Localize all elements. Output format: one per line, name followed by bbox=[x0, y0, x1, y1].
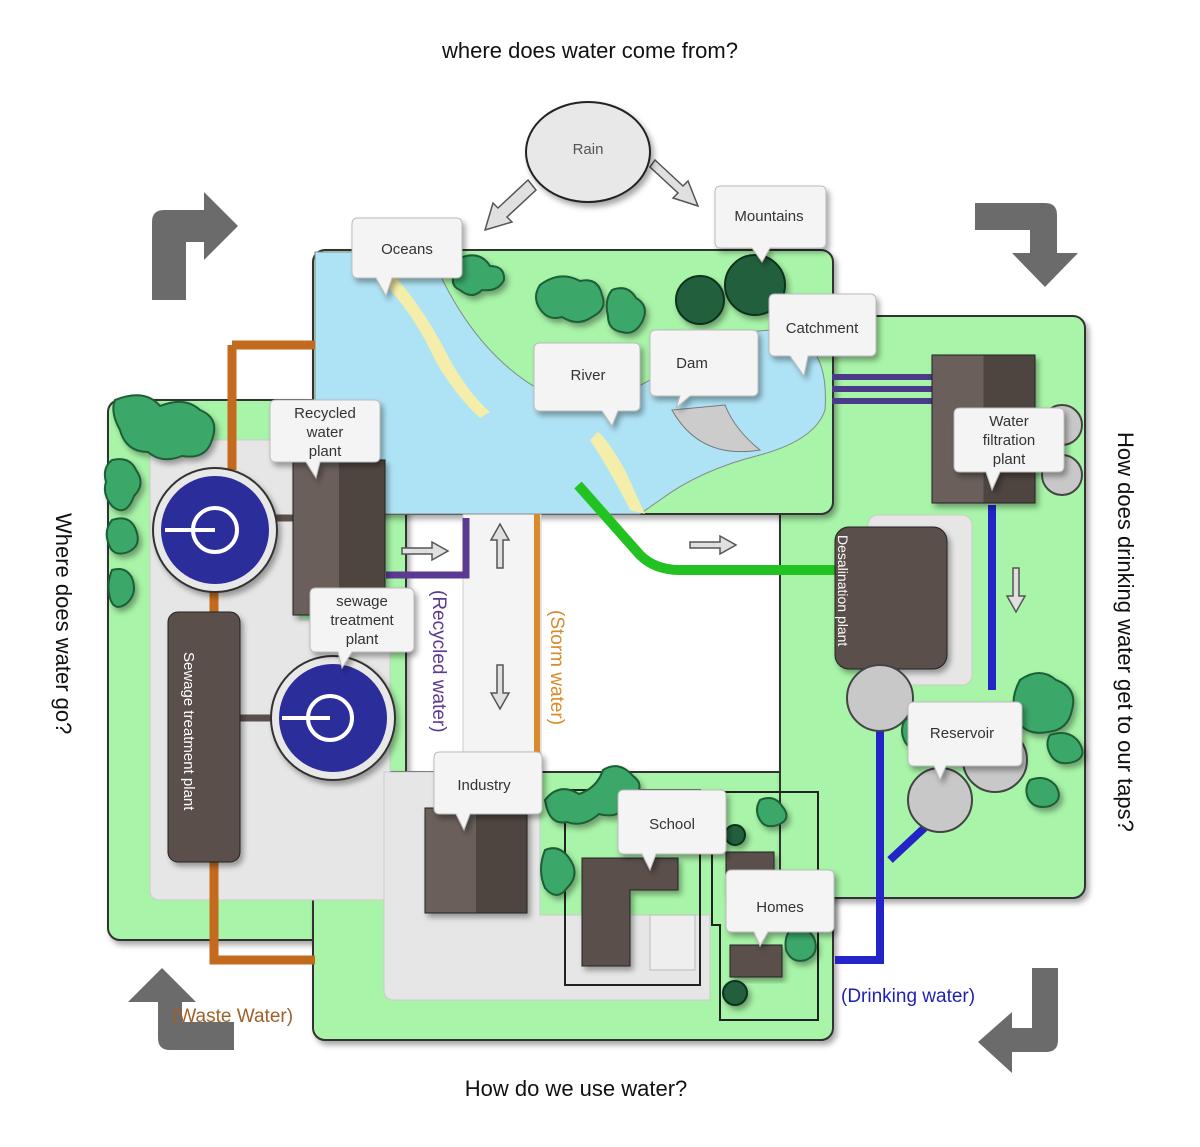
desalination-pipe bbox=[574, 481, 840, 575]
clarifiers bbox=[152, 467, 396, 781]
river-callout: River bbox=[533, 342, 641, 428]
callouts: Rain Oceans Mountains Catchment River Da… bbox=[269, 101, 1065, 948]
oceans-callout: Oceans bbox=[351, 217, 463, 298]
tree-dark bbox=[724, 824, 746, 846]
tree-cluster bbox=[112, 394, 216, 461]
desalination-plant-label: Desalination plant bbox=[835, 535, 851, 646]
waste-water-pipe bbox=[209, 340, 315, 965]
school-yard bbox=[649, 914, 696, 971]
heading-top: where does water come from? bbox=[441, 38, 738, 63]
industry-label: Industry bbox=[457, 777, 511, 794]
tree-cluster bbox=[535, 275, 605, 323]
heading-right: How does drinking water get to our taps? bbox=[1113, 432, 1138, 832]
heading-left: Where does water go? bbox=[51, 513, 76, 734]
tree-cluster bbox=[540, 847, 576, 896]
tree-cluster bbox=[107, 568, 135, 608]
waste-water-label: (Waste Water) bbox=[172, 1006, 293, 1027]
sewage-treatment-label-2: treatment bbox=[330, 612, 394, 629]
tree-dark bbox=[675, 275, 725, 325]
rain-cloud: Rain bbox=[525, 101, 651, 203]
home-building-2 bbox=[729, 944, 783, 978]
mountains-callout: Mountains bbox=[714, 185, 827, 263]
flow-arrow-up bbox=[489, 522, 511, 569]
recycled-water-plant-label-3: plant bbox=[309, 443, 342, 460]
industry-callout: Industry bbox=[433, 751, 543, 832]
flow-arrow-sw bbox=[483, 178, 538, 232]
river-label: River bbox=[570, 367, 605, 384]
mountains-label: Mountains bbox=[734, 208, 803, 225]
sewage-treatment-label-3: plant bbox=[346, 631, 379, 648]
reservoir-label: Reservoir bbox=[930, 725, 994, 742]
tree-dark bbox=[722, 980, 748, 1006]
industry-building bbox=[424, 807, 528, 914]
lake bbox=[314, 251, 826, 515]
recycled-water-plant-callout: Recycled water plant bbox=[269, 399, 381, 480]
drinking-water-label: (Drinking water) bbox=[841, 986, 975, 1007]
flow-arrow-down bbox=[489, 664, 511, 711]
flow-arrow-right bbox=[401, 540, 450, 562]
reservoir-callout: Reservoir bbox=[907, 701, 1023, 782]
flow-arrows bbox=[401, 158, 1027, 711]
dam-to-filtration-pipes bbox=[832, 374, 932, 404]
oceans-label: Oceans bbox=[381, 241, 433, 258]
school-callout: School bbox=[617, 789, 727, 872]
sand-strip-1 bbox=[370, 260, 490, 418]
homes-label: Homes bbox=[756, 899, 804, 916]
cycle-arrow-top-left bbox=[152, 192, 238, 300]
sewage-treatment-label-1: sewage bbox=[336, 593, 388, 610]
flow-arrow-right bbox=[689, 534, 738, 556]
cycle-arrow-bottom-right bbox=[978, 968, 1058, 1073]
cycle-arrow-top-right bbox=[975, 203, 1078, 287]
tree-cluster bbox=[756, 797, 788, 828]
buildings bbox=[167, 354, 1036, 978]
catchment-callout: Catchment bbox=[768, 293, 877, 378]
flow-arrow-se bbox=[649, 158, 700, 208]
dam-label: Dam bbox=[676, 355, 708, 372]
cycle-arrows bbox=[128, 192, 1078, 1073]
recycled-water-pipe bbox=[386, 518, 470, 579]
tree-cluster bbox=[784, 927, 817, 962]
recycled-water-plant-label-1: Recycled bbox=[294, 405, 356, 422]
recycled-water-label: (Recycled water) bbox=[428, 590, 449, 733]
school-label: School bbox=[649, 816, 695, 833]
clarifier-bottom bbox=[270, 655, 396, 781]
heading-bottom: How do we use water? bbox=[465, 1076, 688, 1101]
rain-label: Rain bbox=[573, 141, 604, 158]
sand-strip-2 bbox=[590, 432, 645, 514]
cycle-arrow-bottom-left bbox=[128, 968, 234, 1050]
water-filtration-label-2: filtration bbox=[983, 432, 1036, 449]
dark-trees bbox=[675, 254, 786, 1006]
sewage-treatment-plant-label: Sewage treatment plant bbox=[180, 652, 197, 811]
flow-arrow-down bbox=[1005, 567, 1027, 614]
catchment-label: Catchment bbox=[786, 320, 859, 337]
recycled-water-plant-label-2: water bbox=[306, 424, 344, 441]
water-filtration-label-3: plant bbox=[993, 451, 1026, 468]
dam-wall bbox=[671, 404, 762, 453]
tree-cluster bbox=[1025, 777, 1060, 808]
sewage-treatment-callout: sewage treatment plant bbox=[309, 587, 415, 670]
tree-cluster bbox=[105, 517, 139, 555]
sewage-treatment-plant-building bbox=[167, 611, 241, 863]
water-filtration-callout: Water filtration plant bbox=[953, 407, 1065, 492]
tree-cluster bbox=[103, 458, 142, 512]
dam-callout: Dam bbox=[649, 329, 759, 410]
water-filtration-label-1: Water bbox=[989, 413, 1028, 430]
school-building bbox=[581, 857, 679, 967]
water-body bbox=[314, 251, 826, 515]
storm-water-label: (Storm water) bbox=[546, 610, 567, 725]
homes-callout: Homes bbox=[725, 869, 835, 948]
clarifier-top bbox=[152, 467, 278, 593]
tree-cluster bbox=[1046, 732, 1084, 765]
tree-cluster bbox=[543, 765, 641, 825]
tree-cluster bbox=[605, 287, 646, 334]
